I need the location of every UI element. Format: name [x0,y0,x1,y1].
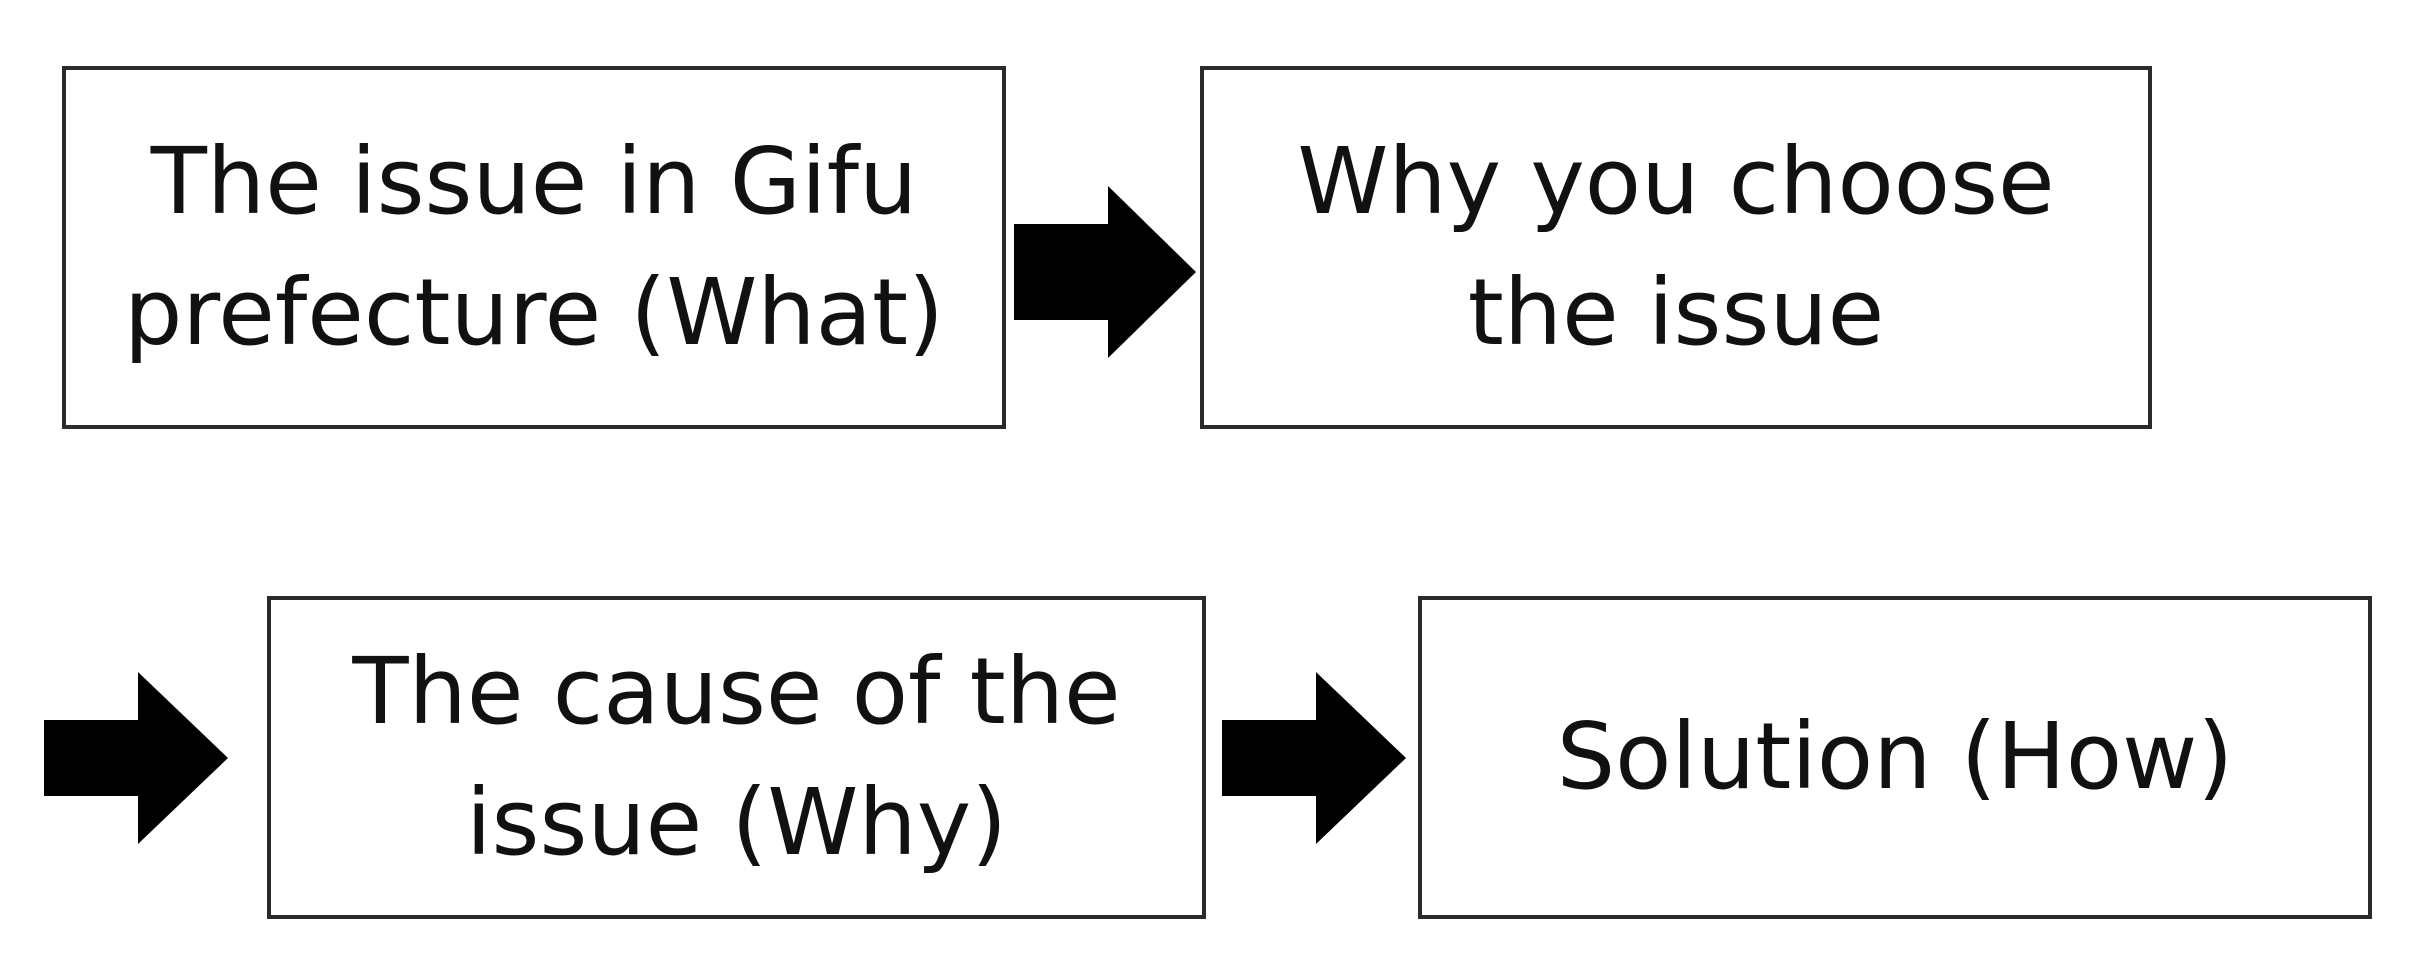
right-arrow-icon [1014,186,1196,358]
step-label-how: Solution (How) [1556,703,2234,811]
right-arrow-icon [44,672,228,844]
step-box-why: The cause of the issue (Why) [267,596,1206,919]
step-label-reason: Why you choose the issue [1297,127,2055,366]
step-label-why: The cause of the issue (Why) [352,637,1121,876]
step-box-reason: Why you choose the issue [1200,66,2152,429]
step-box-what: The issue in Gifu prefecture (What) [62,66,1006,429]
right-arrow-icon [1222,672,1406,844]
step-box-how: Solution (How) [1418,596,2372,919]
step-label-what: The issue in Gifu prefecture (What) [124,127,944,366]
